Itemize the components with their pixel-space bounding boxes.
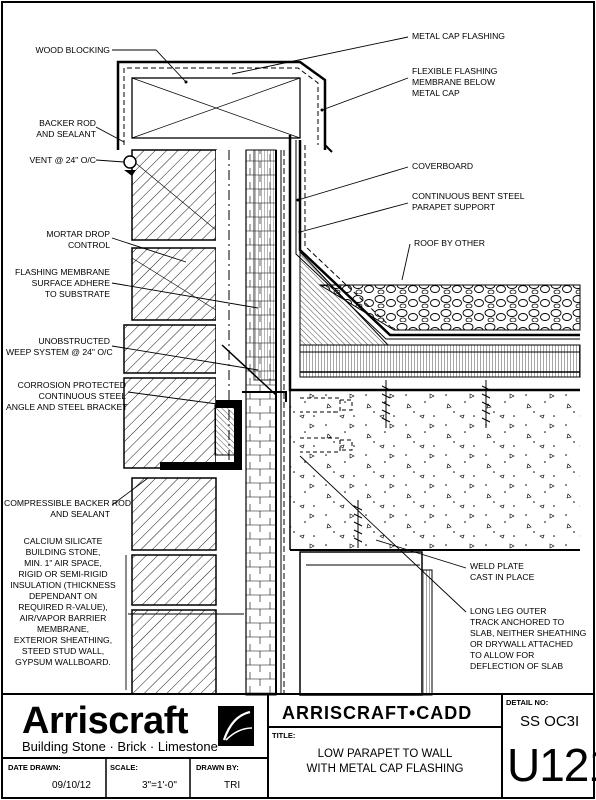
embedded-bolts — [300, 397, 353, 453]
label-coverboard: COVERBOARD — [412, 161, 474, 171]
stud-track — [299, 551, 433, 696]
logo-tagline: Building Stone · Brick · Limestone — [22, 739, 218, 754]
anchors — [353, 380, 491, 548]
scale-value: 3"=1'-0" — [142, 780, 177, 791]
logo-mark — [218, 706, 254, 746]
label-wood-blocking: WOOD BLOCKING — [35, 45, 111, 55]
logo-wordmark: Arriscraft — [22, 700, 189, 742]
detail-code: SS OC3I — [520, 713, 580, 730]
detail-number: U121 — [507, 739, 596, 791]
label-vent: VENT @ 24" O/C — [29, 155, 96, 165]
title-line-1: LOW PARAPET TO WALL — [317, 748, 453, 760]
scale-caption: SCALE: — [110, 763, 138, 772]
roof-gravel — [318, 284, 581, 331]
title-caption: TITLE: — [272, 731, 296, 740]
title-block-frame — [2, 693, 594, 798]
cadd-banner: ARRISCRAFT•CADD — [282, 703, 473, 723]
concrete-slab — [289, 390, 580, 551]
label-roof: ROOF BY OTHER — [414, 238, 485, 248]
date-value: 09/10/12 — [52, 780, 91, 791]
detail-caption: DETAIL No: — [506, 698, 549, 707]
drawn-value: TRI — [224, 780, 241, 791]
title-line-2: WITH METAL CAP FLASHING — [306, 763, 464, 775]
steel-angle — [160, 344, 287, 470]
metal-cap-flashing — [116, 60, 333, 153]
date-caption: DATE DRAWN: — [8, 763, 61, 772]
drawn-caption: DRAWN BY: — [196, 763, 239, 772]
stone-veneer — [123, 149, 217, 695]
label-metal-cap: METAL CAP FLASHING — [412, 31, 505, 41]
leader-lines — [95, 36, 467, 690]
